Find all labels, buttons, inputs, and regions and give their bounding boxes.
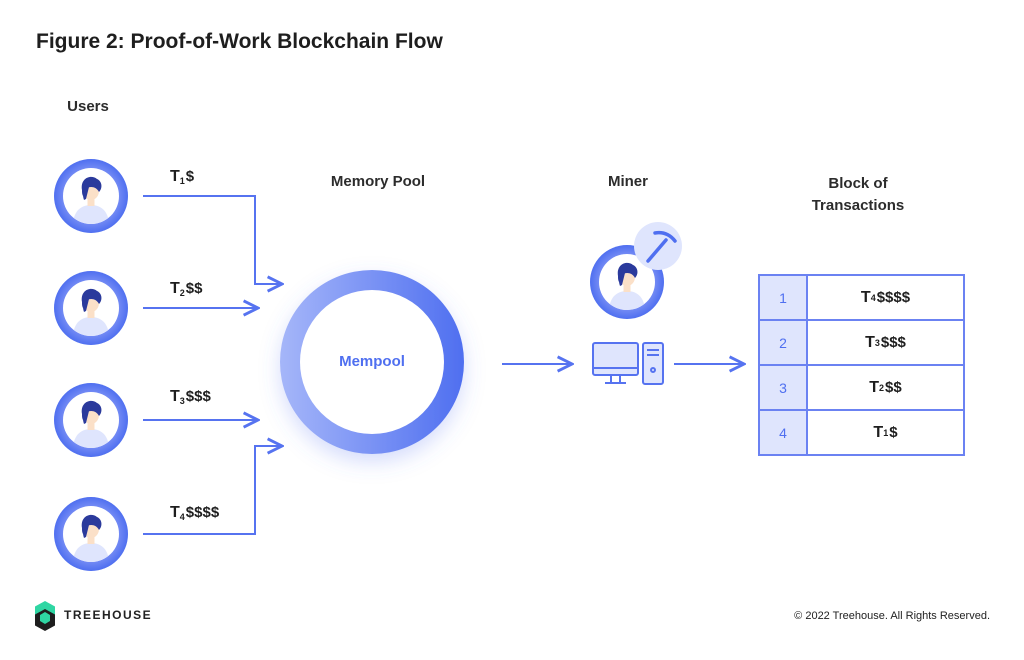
brand-name: TREEHOUSE — [64, 608, 153, 622]
computer-icon — [592, 342, 664, 385]
mempool-text: Mempool — [339, 353, 405, 370]
pickaxe-icon — [634, 222, 682, 270]
block-row-index: 4 — [760, 411, 808, 454]
block-row-index: 2 — [760, 321, 808, 364]
block-label-line1: Block of — [828, 175, 888, 192]
miner-label: Miner — [607, 173, 648, 190]
user-avatar-1 — [54, 159, 128, 233]
mempool-ring — [280, 270, 464, 454]
user-tx-2: T2$$ — [170, 280, 203, 298]
copyright-text: © 2022 Treehouse. All Rights Reserved. — [794, 610, 990, 622]
user-avatar-2 — [54, 271, 128, 345]
user-avatar-3 — [54, 383, 128, 457]
user-avatar-4 — [54, 497, 128, 571]
arrow-user4-to-mempool — [143, 446, 282, 535]
user-tx-3: T3$$$ — [170, 388, 211, 406]
block-label-line2: Transactions — [811, 197, 905, 214]
arrow-user1-to-mempool — [143, 195, 282, 284]
figure-title: Figure 2: Proof-of-Work Blockchain Flow — [36, 30, 443, 53]
user-tx-4: T4$$$$ — [170, 504, 220, 522]
user-tx-1: T1$ — [170, 168, 195, 186]
block-of-transactions-label: Block of Transactions — [788, 173, 928, 217]
treehouse-logo-icon — [35, 601, 55, 631]
block-row-index: 3 — [760, 366, 808, 409]
users-label: Users — [67, 98, 109, 115]
block-row-index: 1 — [760, 276, 808, 319]
memory-pool-label: Memory Pool — [330, 173, 426, 190]
